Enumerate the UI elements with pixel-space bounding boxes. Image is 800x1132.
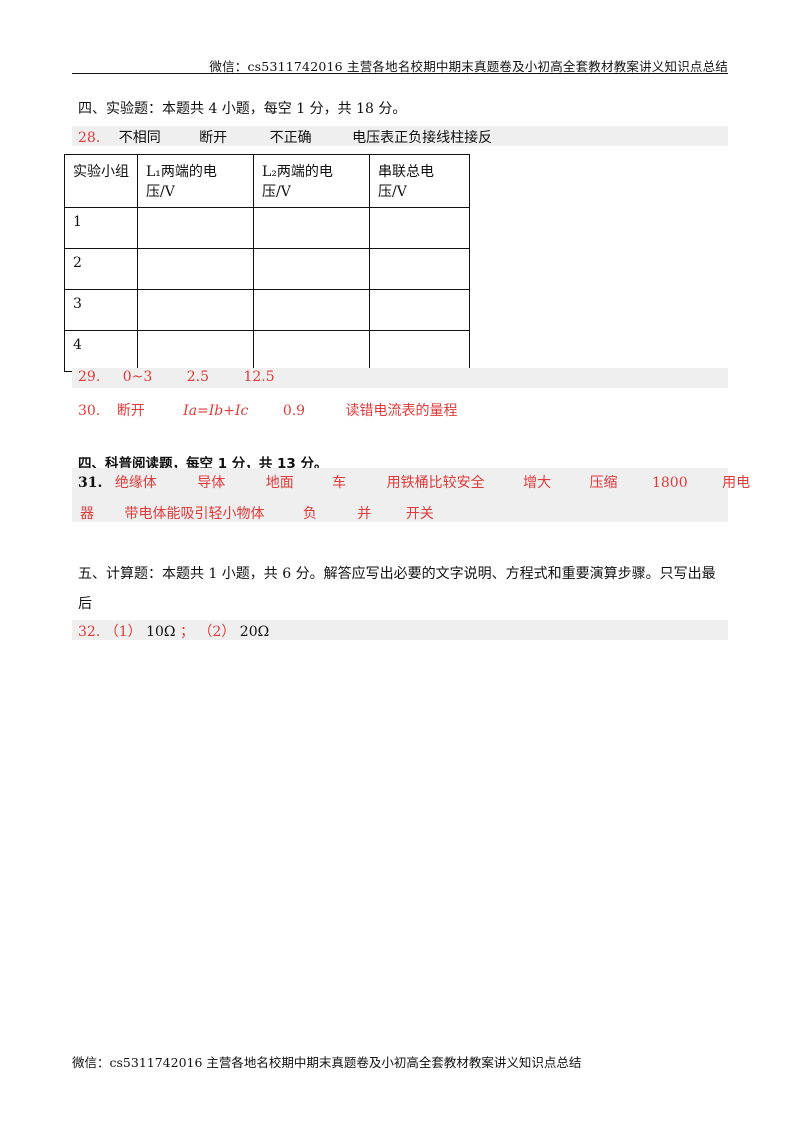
answer-item: 不正确 bbox=[269, 130, 312, 146]
answer-item: 0.9 bbox=[282, 403, 306, 419]
table-cell bbox=[253, 248, 370, 290]
table-row: 2 bbox=[64, 248, 470, 290]
answer-item: 压缩 bbox=[589, 475, 618, 491]
answer-item: 电压表正负接线柱接反 bbox=[352, 130, 493, 146]
table-cell: 2 bbox=[64, 248, 138, 290]
answer-band-q28 bbox=[72, 126, 728, 146]
answer-item: 断开 bbox=[199, 130, 228, 146]
answer-item: 增大 bbox=[523, 475, 552, 491]
answer-q32: 32. （1） 10Ω ； （2） 20Ω bbox=[78, 621, 269, 641]
table-cell: 4 bbox=[64, 330, 138, 372]
answer-item: 用电 bbox=[722, 475, 751, 491]
table-cell bbox=[137, 289, 254, 331]
answer-item: 负 bbox=[302, 506, 317, 522]
table-cell bbox=[369, 207, 470, 249]
answer-item: 1800 bbox=[651, 475, 688, 491]
answer-item: 读错电流表的量程 bbox=[345, 403, 458, 419]
answer-item: Ia=Ib+Ic bbox=[183, 403, 249, 419]
answer-item: 10Ω bbox=[146, 624, 176, 640]
table-cell bbox=[253, 289, 370, 331]
answer-item: 车 bbox=[332, 475, 347, 491]
answer-band-q31 bbox=[72, 468, 728, 522]
answer-band-q29 bbox=[72, 368, 728, 388]
answer-band-q32 bbox=[72, 620, 728, 640]
answer-item: 用铁桶比较安全 bbox=[386, 475, 485, 491]
answer-item: 断开 bbox=[116, 403, 145, 419]
answer-q30: 30. 断开 Ia=Ib+Ic 0.9 读错电流表的量程 bbox=[78, 400, 458, 420]
question-number: 30. bbox=[78, 403, 101, 419]
table-header-row: 实验小组 L₁两端的电压/V L₂两端的电压/V 串联总电压/V bbox=[64, 154, 470, 208]
page-footer: 微信：cs5311742016 主营各地名校期中期末真题卷及小初高全套教材教案讲… bbox=[72, 1055, 582, 1070]
question-number: 28. bbox=[78, 130, 101, 146]
answer-item: 导体 bbox=[197, 475, 226, 491]
answer-separator: ； bbox=[179, 624, 194, 640]
section-title-experiment: 四、实验题：本题共 4 小题，每空 1 分，共 18 分。 bbox=[78, 101, 407, 117]
answer-item: 地面 bbox=[265, 475, 294, 491]
answer-part-label: （1） bbox=[104, 624, 142, 640]
question-number: 29. bbox=[78, 369, 101, 385]
answer-part-label: （2） bbox=[198, 624, 236, 640]
answer-item: 20Ω bbox=[239, 624, 270, 640]
voltage-table: 实验小组 L₁两端的电压/V L₂两端的电压/V 串联总电压/V 1 2 3 4 bbox=[64, 154, 470, 372]
section-calc-line1: 五、计算题：本题共 1 小题，共 6 分。解答应写出必要的文字说明、方程式和重要… bbox=[78, 566, 716, 612]
answer-item: 12.5 bbox=[243, 369, 275, 385]
table-header-total: 串联总电压/V bbox=[369, 154, 470, 208]
table-row: 3 bbox=[64, 289, 470, 331]
answer-item: 不相同 bbox=[118, 130, 161, 146]
answer-q31-line2: 器 带电体能吸引轻小物体 负 并 开关 bbox=[78, 503, 434, 523]
answer-item: 带电体能吸引轻小物体 bbox=[124, 506, 265, 522]
question-number: 31. bbox=[78, 475, 103, 491]
header-divider bbox=[72, 73, 728, 74]
answer-q31-line1: 31. 绝缘体 导体 地面 车 用铁桶比较安全 增大 压缩 1800 用电 bbox=[78, 472, 750, 492]
table-cell bbox=[369, 248, 470, 290]
answer-item: 2.5 bbox=[186, 369, 209, 385]
table-header-l1: L₁两端的电压/V bbox=[137, 154, 254, 208]
page-header: 微信：cs5311742016 主营各地名校期中期末真题卷及小初高全套教材教案讲… bbox=[209, 59, 728, 74]
table-cell bbox=[137, 330, 254, 372]
table-cell bbox=[137, 248, 254, 290]
table-row: 1 bbox=[64, 207, 470, 249]
answer-item: 绝缘体 bbox=[114, 475, 157, 491]
table-cell: 3 bbox=[64, 289, 138, 331]
answer-item: 0~3 bbox=[122, 369, 153, 385]
table-cell bbox=[369, 330, 470, 372]
answer-q28: 28. 不相同 断开 不正确 电压表正负接线柱接反 bbox=[78, 127, 492, 147]
answer-q29: 29. 0~3 2.5 12.5 bbox=[78, 369, 275, 385]
table-header-group: 实验小组 bbox=[64, 154, 138, 208]
answer-item: 并 bbox=[357, 506, 372, 522]
table-cell bbox=[369, 289, 470, 331]
table-cell bbox=[137, 207, 254, 249]
table-cell bbox=[253, 330, 370, 372]
answer-item: 器 bbox=[80, 506, 94, 522]
question-number: 32. bbox=[78, 624, 101, 640]
table-cell: 1 bbox=[64, 207, 138, 249]
table-row: 4 bbox=[64, 330, 470, 372]
table-cell bbox=[253, 207, 370, 249]
answer-item: 开关 bbox=[405, 506, 434, 522]
table-header-l2: L₂两端的电压/V bbox=[253, 154, 370, 208]
